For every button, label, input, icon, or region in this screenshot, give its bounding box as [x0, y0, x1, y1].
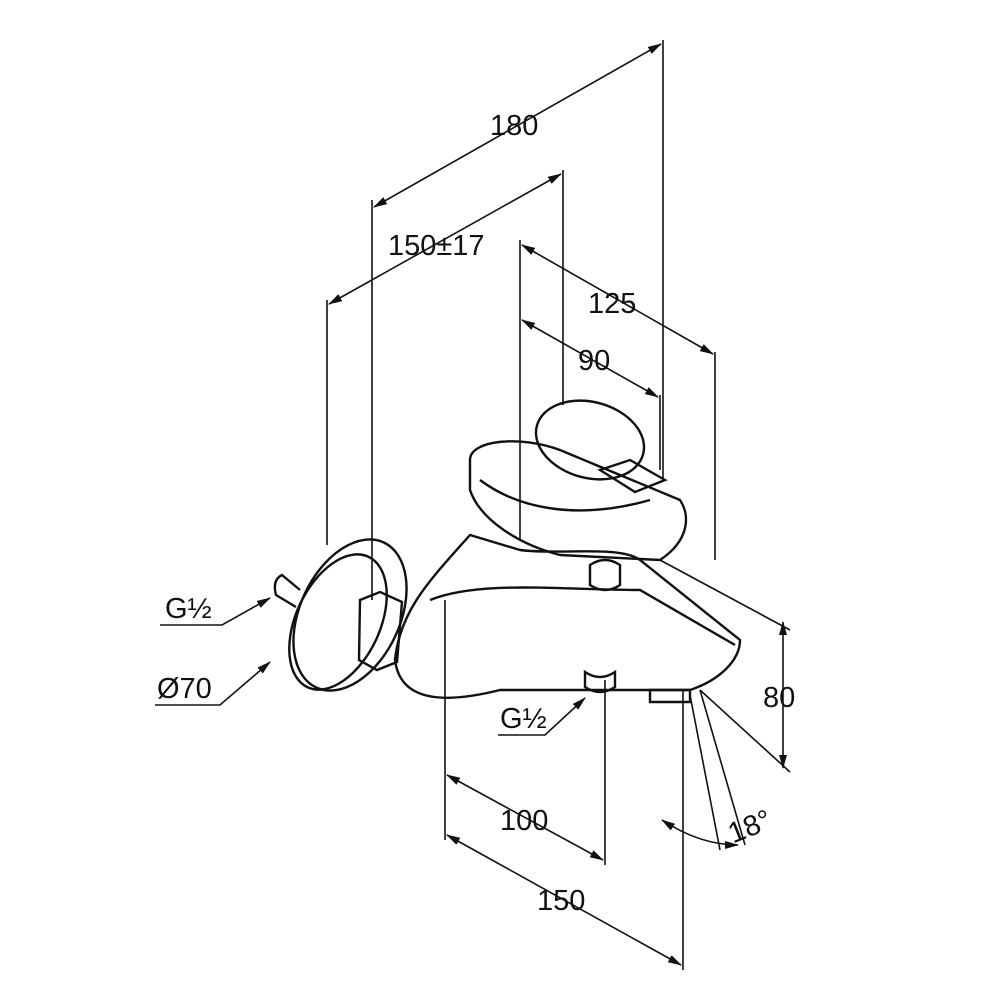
extension-lines — [326, 40, 791, 970]
right-rosette — [534, 399, 646, 481]
dim-80-label: 80 — [763, 682, 795, 714]
left-nut — [357, 590, 404, 672]
left-inlet — [273, 573, 301, 609]
dimension-lines — [328, 43, 787, 966]
dim-125-label: 125 — [588, 288, 636, 320]
angle-arc-18 — [661, 819, 739, 849]
dim-180-label: 180 — [490, 110, 538, 142]
dim-line-150 — [446, 834, 682, 966]
dim-line-150-17 — [328, 173, 562, 305]
diverter-knob — [588, 558, 622, 592]
faucet — [273, 399, 742, 704]
spout-lip — [648, 688, 692, 704]
dim-line-90 — [521, 319, 659, 398]
leaders — [155, 597, 586, 736]
handle-stem — [597, 458, 668, 494]
inlet-thread-label: G½ — [165, 593, 212, 625]
lever-handle — [468, 440, 688, 562]
dim-150-17-label: 150±17 — [388, 230, 485, 262]
main-body — [393, 533, 742, 699]
dim-line-125 — [521, 244, 714, 355]
dim-100-label: 100 — [500, 805, 548, 837]
angle-18-label: 18° — [724, 804, 777, 850]
rosette-diameter-label: Ø70 — [157, 673, 212, 705]
dim-90-label: 90 — [578, 345, 610, 377]
dim-150-label: 150 — [537, 885, 585, 917]
outlet-nut — [583, 669, 617, 694]
outlet-thread-label: G½ — [500, 703, 547, 735]
